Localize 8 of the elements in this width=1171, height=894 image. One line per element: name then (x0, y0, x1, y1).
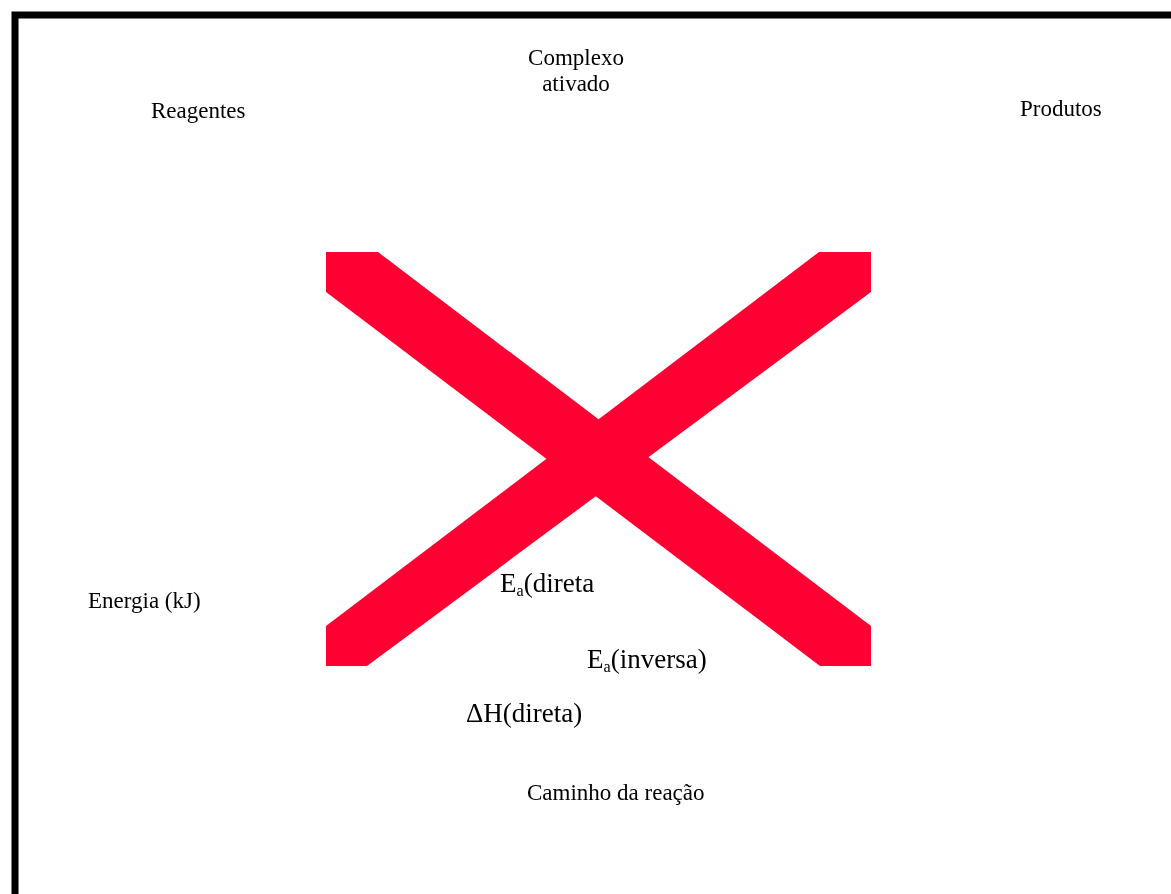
axis-label: E$_{a}$(inversa) (587, 644, 707, 677)
axis-label: Complexo ativado (527, 45, 625, 98)
axis-label: Reagentes (151, 98, 246, 125)
axis-label: Energia (kJ) (88, 588, 201, 615)
axis-label: Produtos (1020, 96, 1102, 123)
axis-label: Caminho da reação (527, 780, 705, 807)
axis-label: ΔH(direta) (466, 698, 583, 730)
axis-label: E$_{a}$(direta (500, 568, 595, 601)
